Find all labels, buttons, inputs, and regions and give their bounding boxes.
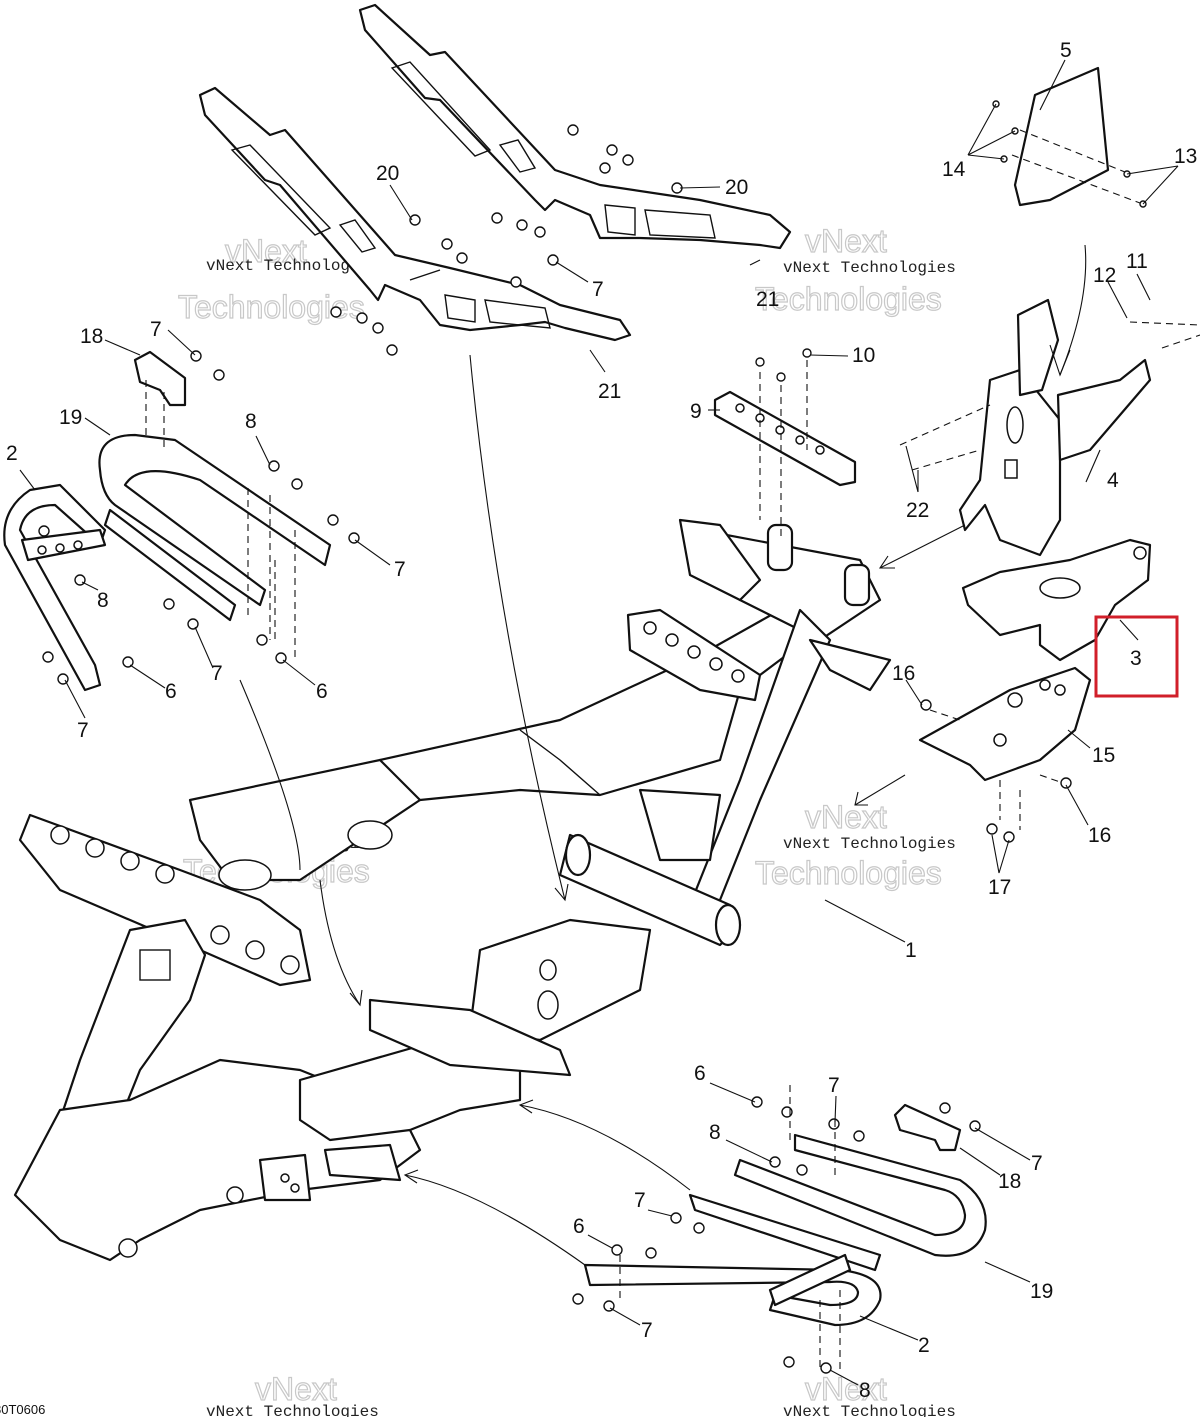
watermark-line: vNext Technologies <box>783 835 956 853</box>
callout-3: 3 <box>1130 647 1142 670</box>
callout-21: 21 <box>598 380 621 403</box>
left-loop-bolts <box>38 350 360 685</box>
highlight-box-part-3 <box>1094 615 1179 698</box>
loop-part-2-left <box>3 483 107 692</box>
watermark-big-top: vNext <box>225 233 307 269</box>
callout-12: 12 <box>1093 264 1116 287</box>
callout-7: 7 <box>211 662 223 685</box>
callout-14: 14 <box>942 158 966 181</box>
watermark-big-top: vNext <box>805 223 887 259</box>
callout-7: 7 <box>77 719 89 742</box>
bracket-part-3 <box>961 538 1152 662</box>
callout-15: 15 <box>1092 744 1115 767</box>
callout-2: 2 <box>6 442 18 465</box>
watermark-big-top: vNext <box>805 1371 887 1407</box>
callout-6: 6 <box>694 1062 706 1085</box>
callout-7: 7 <box>592 278 604 301</box>
callout-21: 21 <box>756 288 779 311</box>
watermark-big-bottom: Technologies <box>755 855 942 891</box>
callout-16: 16 <box>892 662 915 685</box>
watermark-big-bottom: Technologies <box>755 281 942 317</box>
callout-8: 8 <box>859 1379 871 1402</box>
callout-6: 6 <box>573 1215 585 1238</box>
bracket-part-18-right <box>893 1103 962 1152</box>
rail-part-21-right <box>358 3 792 250</box>
loop-part-2-right <box>583 1253 882 1327</box>
callout-6: 6 <box>316 680 328 703</box>
callout-6: 6 <box>165 680 177 703</box>
callout-7: 7 <box>634 1189 646 1212</box>
bracket-part-4 <box>958 298 1152 557</box>
assembly-lines <box>145 129 1200 1370</box>
callout-labels: 1 2 2 3 4 5 6 6 6 6 7 7 7 7 7 7 7 7 7 8 … <box>6 39 1197 1402</box>
callout-2: 2 <box>918 1334 930 1357</box>
watermark-line: vNext Technologies <box>206 257 379 275</box>
plate-part-5 <box>992 66 1147 208</box>
rail-bolts <box>330 124 683 356</box>
rail-part-21-left <box>198 86 632 342</box>
callout-7: 7 <box>828 1074 840 1097</box>
bracket-part-15 <box>918 666 1092 843</box>
callout-18: 18 <box>998 1170 1021 1193</box>
callout-8: 8 <box>97 589 109 612</box>
callout-7: 7 <box>641 1319 653 1342</box>
callout-22: 22 <box>906 499 929 522</box>
callout-8: 8 <box>709 1121 721 1144</box>
watermark-line: vNext Technologies <box>783 259 956 277</box>
main-frame-part-1 <box>13 518 892 1262</box>
callout-19: 19 <box>1030 1280 1053 1303</box>
callout-13: 13 <box>1174 145 1197 168</box>
callout-7: 7 <box>1031 1152 1043 1175</box>
callout-10: 10 <box>852 344 875 367</box>
callout-5: 5 <box>1060 39 1072 62</box>
right-loop-bolts <box>572 1096 981 1374</box>
watermark-line: vNext Technologies <box>206 1403 379 1417</box>
callout-16: 16 <box>1088 824 1111 847</box>
watermark-big-top: vNext <box>255 1371 337 1407</box>
diagram-code-label: 80T0606 <box>0 1402 45 1417</box>
callout-8: 8 <box>245 410 257 433</box>
callout-4: 4 <box>1107 469 1119 492</box>
callout-7: 7 <box>394 558 406 581</box>
watermark-big-top: vNext <box>805 799 887 835</box>
callout-19: 19 <box>59 406 82 429</box>
loop-part-19-right <box>688 1133 987 1272</box>
callout-18: 18 <box>80 325 103 348</box>
callout-17: 17 <box>988 876 1011 899</box>
callout-7: 7 <box>150 318 162 341</box>
bracket-part-9 <box>713 348 857 487</box>
callout-1: 1 <box>905 939 917 962</box>
callout-20: 20 <box>725 176 748 199</box>
callout-9: 9 <box>690 400 702 423</box>
watermark-line: vNext Technologies <box>783 1403 956 1417</box>
loop-part-19-left <box>98 433 332 622</box>
callout-11: 11 <box>1126 250 1148 273</box>
callout-leaders <box>19 59 1179 1386</box>
assembly-arrows <box>239 244 1087 1266</box>
bracket-part-18-left <box>133 350 187 407</box>
callout-20: 20 <box>376 162 399 185</box>
